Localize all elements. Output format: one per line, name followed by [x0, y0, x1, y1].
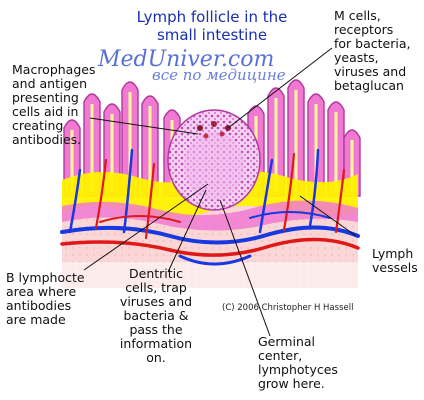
dendritic-label-line: pass the [129, 322, 182, 337]
m-cells-label-line: viruses and [334, 64, 406, 79]
blue-vessel-under-follicle [178, 254, 252, 266]
title-line-1: Lymph follicle in the [137, 8, 288, 26]
macrophages-label-line: creating [12, 118, 63, 133]
lymph-vessels-label-line: vessels [372, 260, 418, 275]
dendritic-leader [167, 189, 207, 273]
dendritic-label-line: Dentritic [129, 266, 183, 281]
watermark-brand: MedUniver.com [97, 47, 274, 72]
lymph-vessels-label-line: Lymph [372, 246, 413, 261]
dendritic-label-line: information [120, 336, 192, 351]
m-cells-label-line: receptors [334, 22, 393, 37]
red-vessel-branch [94, 158, 108, 230]
m-cells-label-line: yeasts, [334, 50, 379, 65]
blue-vessel-branch [122, 148, 134, 234]
b-lymphocyte-label-line: area where [6, 284, 77, 299]
m-cells-label-line: betaglucan [334, 78, 404, 93]
germinal-leader [219, 199, 271, 337]
red-vessel-main [60, 237, 360, 257]
dendritic-label-line: on. [146, 350, 166, 365]
lymph-vessels-leader [299, 195, 357, 237]
blood-vessels [60, 148, 360, 266]
red-vessel-branch [144, 162, 156, 240]
macrophages-label-line: cells aid in [12, 104, 78, 119]
blue-vessel-branch [68, 168, 82, 234]
macrophages-label-line: antibodies. [12, 132, 81, 147]
germinal-center [184, 132, 244, 200]
blue-vessel-arc [249, 211, 331, 219]
watermark-tagline: все по медицине [152, 66, 286, 84]
m-cells-leader [227, 47, 333, 129]
m-cells-label-line: for bacteria, [334, 36, 410, 51]
blue-vessel-branch [258, 158, 274, 234]
blue-vessel-branch [308, 148, 320, 228]
copyright-text: (C) 2006 Christopher H Hassell [222, 303, 353, 313]
dendritic-label-line: viruses and [120, 294, 192, 309]
m-cells-label-line: M cells, [334, 8, 381, 23]
dendritic-label-line: cells, trap [125, 280, 187, 295]
b-lymphocyte-label-line: B lymphocte [6, 270, 85, 285]
mucosa-pink-band [62, 200, 358, 231]
b-lymphocyte-label-line: are made [6, 312, 66, 327]
macrophages-label-line: and antigen [12, 76, 87, 91]
macrophages-label-line: presenting [12, 90, 79, 105]
leader-lines [83, 47, 357, 337]
macrophages-label-line: Macrophages [12, 62, 95, 77]
dendritic-label-line: bacteria & [123, 308, 188, 323]
red-vessel-branch [334, 168, 346, 234]
macrophages-leader [89, 117, 199, 135]
red-vessel-branch [282, 152, 296, 232]
red-vessel-arc [99, 215, 181, 223]
b-lymphocyte-label-line: antibodies [6, 298, 71, 313]
b-lymphocyte-leader [83, 183, 209, 271]
blue-vessel-main [60, 225, 360, 245]
title-line-2: small intestine [157, 26, 267, 44]
tissue-fade [62, 262, 358, 290]
germinal-label-line: center, [258, 348, 302, 363]
germinal-label-line: lymphotyces [258, 362, 338, 377]
germinal-label-line: Germinal [258, 334, 315, 349]
germinal-label-line: grow here. [258, 376, 325, 391]
